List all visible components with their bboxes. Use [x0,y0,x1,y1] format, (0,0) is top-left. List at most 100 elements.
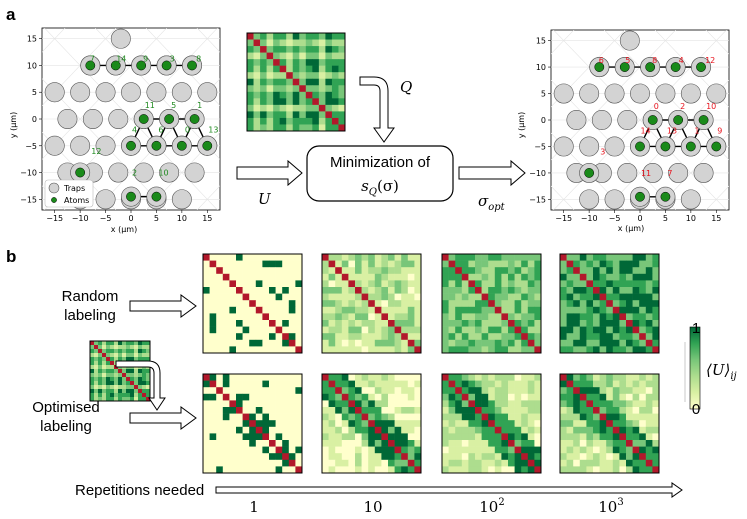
matrix-cell [527,346,535,354]
matrix-cell [593,320,600,327]
matrix-cell [229,400,237,408]
matrix-cell [508,459,515,467]
matrix-cell [579,453,587,461]
matrix-cell [209,446,217,454]
matrix-cell [494,273,502,281]
matrix-cell [468,453,476,461]
matrix-cell [253,111,261,119]
matrix-cell [401,280,409,288]
matrix-cell [612,453,620,461]
matrix-cell [508,453,515,461]
trap-site [184,162,205,183]
matrix-cell [222,254,230,261]
matrix-cell [652,313,660,321]
matrix-cell [348,287,356,294]
matrix-cell [442,333,449,341]
matrix-cell [475,287,482,294]
matrix-cell [501,300,509,308]
matrix-cell [229,273,237,281]
matrix-cell [253,46,261,53]
matrix-cell [341,273,349,281]
matrix-cell [335,313,343,321]
matrix-cell [619,260,627,268]
matrix-cell [203,380,210,388]
matrix-cell [560,333,567,341]
matrix-cell [645,254,653,261]
matrix-cell [566,333,574,341]
matrix-cell [606,407,614,414]
matrix-cell [632,313,640,321]
matrix-cell [328,413,336,421]
matrix-cell [118,389,123,394]
matrix-cell [282,466,290,474]
matrix-cell [146,393,151,398]
matrix-cell [90,361,95,366]
matrix-cell [374,387,382,395]
matrix-cell [381,339,389,347]
matrix-cell [126,373,131,378]
matrix-cell [521,407,529,414]
matrix-cell [242,333,250,341]
matrix-cell [273,78,280,86]
matrix-cell [488,346,496,354]
matrix-cell [455,267,463,275]
matrix-cell [322,466,329,474]
matrix-cell [407,393,415,401]
atom [635,191,645,202]
matrix-cell [573,300,581,308]
matrix-cell [288,453,296,461]
matrix-cell [475,466,482,474]
matrix-cell [247,65,254,73]
matrix-cell [288,300,296,308]
matrix-cell [586,393,594,401]
matrix-cell [269,426,276,434]
matrix-cell [106,341,111,346]
matrix-cell [579,300,587,308]
matrix-cell [216,374,224,381]
matrix-cell [652,273,660,281]
matrix-cell [312,65,320,73]
matrix-cell [249,393,257,401]
matrix-cell [394,313,402,321]
matrix-cell [106,369,111,374]
matrix-cell [288,459,296,467]
atom-label: 5 [171,101,176,110]
matrix-cell [652,426,660,434]
matrix-cell [322,440,329,447]
matrix-cell [368,306,376,314]
matrix-cell [322,293,329,301]
matrix-cell [508,280,515,288]
matrix-cell [599,400,607,408]
atom [673,115,684,125]
matrix-cell [612,459,620,467]
matrix-cell [348,393,356,401]
matrix-cell [401,287,409,294]
matrix-cell [579,387,587,395]
matrix-cell [374,300,382,308]
matrix-cell [619,293,627,301]
matrix-cell [652,393,660,401]
matrix-cell [534,300,542,308]
matrix-cell [586,420,594,428]
matrix-cell [475,273,482,281]
matrix-cell [374,374,382,381]
matrix-cell [573,420,581,428]
matrix-cell [579,320,587,327]
matrix-cell [488,280,496,288]
matrix-cell [275,374,283,381]
matrix-cell [639,440,647,447]
matrix-cell [222,306,230,314]
matrix-cell [619,306,627,314]
matrix-cell [593,380,600,388]
matrix-cell [249,267,257,275]
matrix-cell [209,287,217,294]
matrix-cell [94,341,99,346]
matrix-cell [599,320,607,327]
matrix-cell [325,111,333,119]
matrix-cell [475,293,482,301]
matrix-cell [242,346,250,354]
matrix-cell [355,287,362,294]
matrix-cell [593,420,600,428]
matrix-cell [90,349,95,354]
matrix-cell [448,273,456,281]
